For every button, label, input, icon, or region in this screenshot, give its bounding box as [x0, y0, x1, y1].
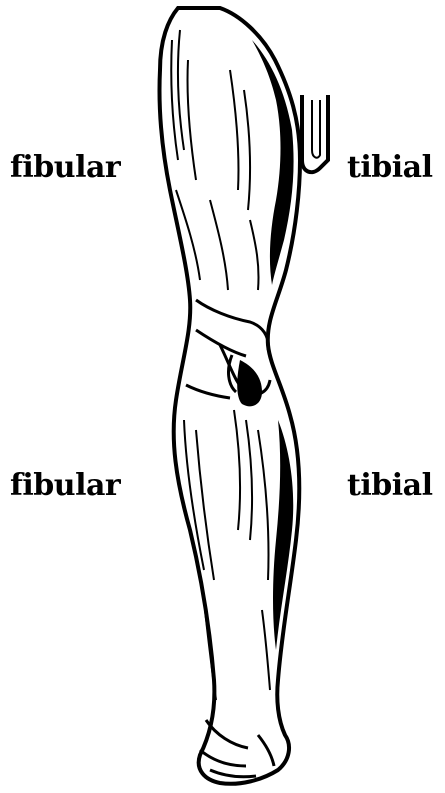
- label-fibular-lower: fibular: [10, 468, 120, 503]
- hip-marker: [302, 95, 328, 172]
- label-tibial-lower: tibial: [347, 468, 432, 503]
- hip-marker-inner: [312, 100, 320, 158]
- label-fibular-upper: fibular: [10, 150, 120, 185]
- label-tibial-upper: tibial: [347, 150, 432, 185]
